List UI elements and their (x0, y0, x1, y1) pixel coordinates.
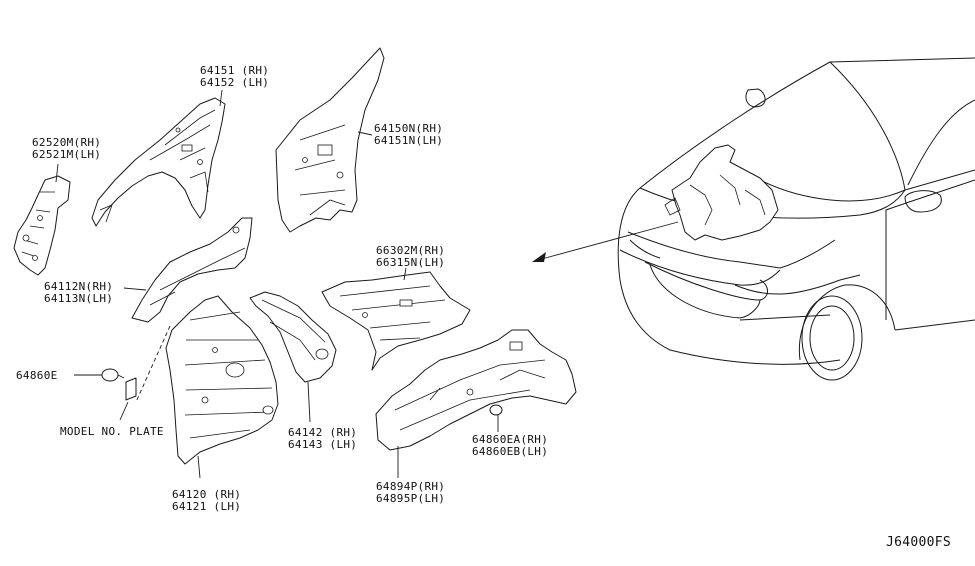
label-64121: 64121 (LH) (172, 500, 241, 513)
label-62520m: 62520M(RH) (32, 136, 101, 149)
lead-64112n (123, 287, 147, 291)
diagram-code: J64000FS (886, 535, 951, 550)
label-64894p: 64894P(RH) (376, 480, 445, 493)
labels: 64151 (RH) 64152 (LH) 62520M(RH) 62521M(… (16, 64, 951, 550)
lead-64120 (197, 455, 201, 479)
label-64112n: 64112N(RH) (44, 280, 113, 293)
label-64142: 64142 (RH) (288, 426, 357, 439)
part-64894p-housing (375, 329, 577, 451)
label-64113n: 64113N(LH) (44, 292, 113, 305)
label-66302m: 66302M(RH) (376, 244, 445, 257)
lead-64150n (357, 131, 373, 136)
label-model-plate: MODEL NO. PLATE (60, 425, 164, 438)
part-62520m-bracket (13, 175, 71, 276)
part-64860ea-grommet (489, 404, 503, 432)
part-64142-strut-panel (249, 291, 337, 383)
part-64860e-grommet (74, 368, 125, 382)
label-64860ea: 64860EA(RH) (472, 433, 548, 446)
part-64151-hoodledge (91, 97, 226, 227)
lead-64151 (219, 89, 223, 107)
part-64120-hoodledge (165, 295, 279, 465)
part-66302m-crossmember (321, 271, 471, 371)
label-66315n: 66315N(LH) (376, 256, 445, 269)
label-64860eb: 64860EB(LH) (472, 445, 548, 458)
label-64151n: 64151N(LH) (374, 134, 443, 147)
car-illustration (617, 57, 975, 381)
label-64120: 64120 (RH) (172, 488, 241, 501)
lead-66302m (403, 267, 407, 281)
label-64895p: 64895P(LH) (376, 492, 445, 505)
lead-62520m (55, 163, 59, 183)
label-64152: 64152 (LH) (200, 76, 269, 89)
part-64150n-panel (275, 47, 385, 233)
part-64112n-extension (131, 217, 253, 323)
label-64860e: 64860E (16, 369, 58, 382)
label-64143: 64143 (LH) (288, 438, 357, 451)
label-64151: 64151 (RH) (200, 64, 269, 77)
model-plate-callout (119, 325, 171, 421)
pointer-arrow (532, 221, 679, 262)
label-62521m: 62521M(LH) (32, 148, 101, 161)
label-64150n: 64150N(RH) (374, 122, 443, 135)
lead-64142 (307, 381, 311, 423)
